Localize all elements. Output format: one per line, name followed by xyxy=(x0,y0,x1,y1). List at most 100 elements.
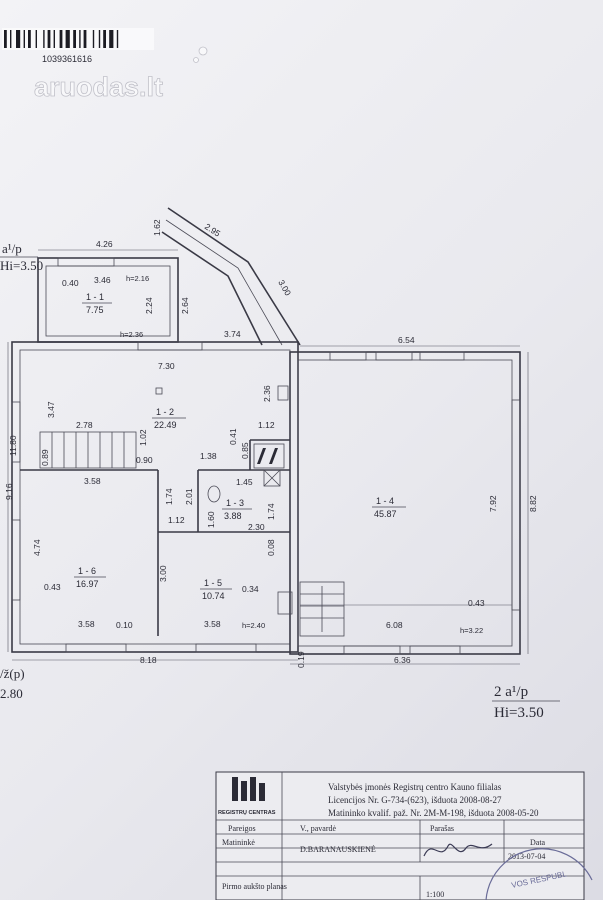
svg-text:2.36: 2.36 xyxy=(262,385,272,402)
room-area: 3.88 xyxy=(224,511,242,521)
margin-bot-line1: /ž(p) xyxy=(0,666,25,681)
date: 2013-07-04 xyxy=(508,852,545,861)
svg-text:3.58: 3.58 xyxy=(204,619,221,629)
svg-text:4.74: 4.74 xyxy=(32,539,42,556)
svg-text:8.82: 8.82 xyxy=(528,495,538,512)
room-id: 1 - 4 xyxy=(376,496,394,506)
dimension-lines xyxy=(7,249,529,665)
col-parasas: Parašas xyxy=(430,824,454,833)
svg-text:h=2.40: h=2.40 xyxy=(242,621,265,630)
svg-text:7.92: 7.92 xyxy=(488,495,498,512)
svg-text:0.89: 0.89 xyxy=(40,449,50,466)
svg-text:6.08: 6.08 xyxy=(386,620,403,630)
svg-text:2.30: 2.30 xyxy=(248,522,265,532)
dimension-texts: 4.26 1.62 2.95 3.00 3.46 h=2.16 0.40 2.2… xyxy=(4,219,538,668)
svg-text:h=3.22: h=3.22 xyxy=(460,626,483,635)
svg-text:2.24: 2.24 xyxy=(144,297,154,314)
barcode xyxy=(2,28,154,50)
svg-text:11.80: 11.80 xyxy=(8,435,18,456)
svg-text:1.74: 1.74 xyxy=(266,503,276,520)
svg-text:0.90: 0.90 xyxy=(136,455,153,465)
aruodas-logo: aruodas.lt xyxy=(34,46,208,102)
logo-suffix: .lt xyxy=(139,72,163,102)
svg-text:2.64: 2.64 xyxy=(180,297,190,314)
svg-text:3.47: 3.47 xyxy=(46,401,56,418)
svg-text:3.00: 3.00 xyxy=(158,565,168,582)
svg-text:0.41: 0.41 xyxy=(228,428,238,445)
scale: 1:100 xyxy=(426,890,444,899)
room-1-4: 1 - 4 45.87 xyxy=(372,496,406,519)
col-pavarde: V., pavardė xyxy=(300,824,337,833)
signature xyxy=(423,843,493,857)
svg-text:0.34: 0.34 xyxy=(242,584,259,594)
room-1-6: 1 - 6 16.97 xyxy=(74,566,106,589)
col-data: Data xyxy=(530,838,546,847)
surveyor-name: D.BARANAUSKIENĖ xyxy=(300,845,376,854)
room-area: 7.75 xyxy=(86,305,104,315)
room-id: 1 - 3 xyxy=(226,498,244,508)
svg-text:7.30: 7.30 xyxy=(158,361,175,371)
plan-title: Pirmo aukšto planas xyxy=(222,882,287,891)
room-id: 1 - 1 xyxy=(86,292,104,302)
room-1-1: 1 - 1 7.75 xyxy=(82,292,112,315)
svg-text:1.60: 1.60 xyxy=(206,511,216,528)
svg-text:0.19: 0.19 xyxy=(296,651,306,668)
svg-text:1.74: 1.74 xyxy=(164,488,174,505)
org-line3: Matininko kvalif. paž. Nr. 2M-M-198, išd… xyxy=(328,808,539,818)
room-area: 16.97 xyxy=(76,579,99,589)
logo-brand: aruodas xyxy=(34,72,139,102)
svg-text:2.01: 2.01 xyxy=(184,488,194,505)
room-1-2: 1 - 2 22.49 xyxy=(152,407,186,430)
org-line2: Licencijos Nr. G-734-(623), išduota 2008… xyxy=(328,795,502,805)
svg-text:h=2.36: h=2.36 xyxy=(120,330,143,339)
room-area: 45.87 xyxy=(374,509,397,519)
svg-text:8.18: 8.18 xyxy=(140,655,157,665)
svg-text:aruodas.lt: aruodas.lt xyxy=(34,72,163,102)
svg-text:3.58: 3.58 xyxy=(78,619,95,629)
logo-text: REGISTRŲ CENTRAS xyxy=(218,810,276,816)
room-id: 1 - 5 xyxy=(204,578,222,588)
svg-text:1.38: 1.38 xyxy=(200,451,217,461)
svg-text:0.08: 0.08 xyxy=(266,539,276,556)
svg-text:3.58: 3.58 xyxy=(84,476,101,486)
svg-text:0.43: 0.43 xyxy=(44,582,61,592)
svg-text:1.02: 1.02 xyxy=(138,429,148,446)
svg-text:1.62: 1.62 xyxy=(152,219,162,236)
margin-top-line2: Hi=3.50 xyxy=(0,258,43,273)
room-area: 10.74 xyxy=(202,591,225,601)
margin-bot-line2: 2.80 xyxy=(0,686,23,701)
svg-text:2.78: 2.78 xyxy=(76,420,93,430)
svg-text:1.12: 1.12 xyxy=(168,515,185,525)
svg-text:2.95: 2.95 xyxy=(203,221,223,239)
room-id: 1 - 6 xyxy=(78,566,96,576)
svg-text:0.40: 0.40 xyxy=(62,278,79,288)
room-id: 1 - 2 xyxy=(156,407,174,417)
svg-text:3.74: 3.74 xyxy=(224,329,241,339)
svg-text:3.46: 3.46 xyxy=(94,275,111,285)
margin-top-line1: a¹/p xyxy=(2,241,22,256)
svg-text:0.10: 0.10 xyxy=(116,620,133,630)
svg-text:0.85: 0.85 xyxy=(240,442,250,459)
svg-text:9.16: 9.16 xyxy=(4,483,14,500)
svg-text:h=2.16: h=2.16 xyxy=(126,274,149,283)
room-1-5: 1 - 5 10.74 xyxy=(200,578,232,601)
svg-text:1.12: 1.12 xyxy=(258,420,275,430)
title-block xyxy=(215,771,585,900)
room-1-3: 1 - 3 3.88 xyxy=(222,498,252,521)
svg-text:6.54: 6.54 xyxy=(398,335,415,345)
svg-text:3.00: 3.00 xyxy=(276,278,293,298)
svg-text:0.43: 0.43 xyxy=(468,598,485,608)
walls xyxy=(11,207,521,655)
role: Matininkė xyxy=(222,838,255,847)
svg-text:4.26: 4.26 xyxy=(96,239,113,249)
room-area: 22.49 xyxy=(154,420,177,430)
org-line1: Valstybės įmonės Registrų centro Kauno f… xyxy=(328,782,502,792)
svg-text:6.36: 6.36 xyxy=(394,655,411,665)
barcode-number: 1039361616 xyxy=(42,54,92,64)
floor-tag-line2: Hi=3.50 xyxy=(494,705,544,721)
col-pareigos: Pareigos xyxy=(228,824,256,833)
registru-centras-logo: REGISTRŲ CENTRAS xyxy=(218,777,276,816)
floor-tag-line1: 2 a¹/p xyxy=(494,684,528,700)
svg-text:1.45: 1.45 xyxy=(236,477,253,487)
